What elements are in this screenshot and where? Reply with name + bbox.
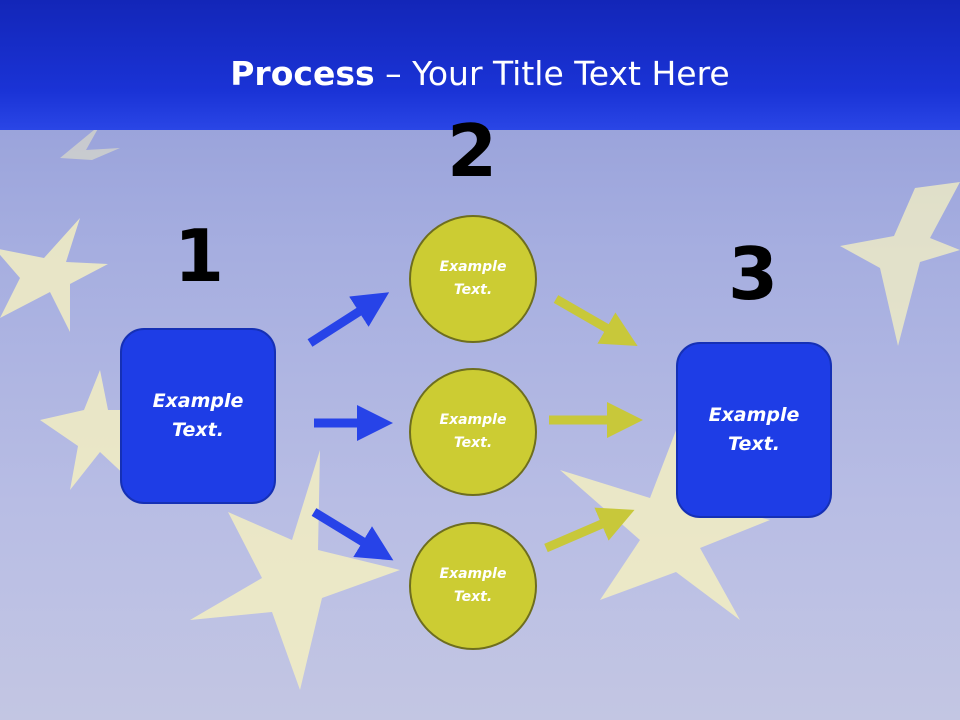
step-2-circle-1-text: Example Text.	[439, 259, 507, 298]
step-2-number: 2	[446, 109, 498, 193]
arrow-circle-3-to-3	[544, 507, 635, 553]
star-shape	[560, 420, 770, 620]
step-2-circle-3[interactable]: Example Text.	[409, 522, 537, 650]
step-3-number: 3	[727, 232, 779, 316]
step-2-circle-1[interactable]: Example Text.	[409, 215, 537, 343]
step-2-circle-2[interactable]: Example Text.	[409, 368, 537, 496]
star-shape	[190, 450, 400, 690]
star-shape	[60, 125, 120, 160]
page-title: Process – Your Title Text Here	[0, 52, 960, 96]
step-3-text: Example Text.	[708, 404, 800, 455]
step-3-box[interactable]: Example Text.	[676, 342, 832, 518]
star-shape	[840, 182, 960, 346]
star-shape	[0, 218, 108, 332]
arrow-1-to-circle-3	[311, 508, 394, 561]
header-band	[0, 0, 960, 130]
step-1-box[interactable]: Example Text.	[120, 328, 276, 504]
step-1-number: 1	[173, 214, 225, 298]
title-rest: – Your Title Text Here	[374, 54, 730, 93]
title-bold: Process	[230, 54, 375, 93]
step-1-text: Example Text.	[152, 390, 244, 441]
step-2-circle-3-text: Example Text.	[439, 566, 507, 605]
arrow-circle-1-to-3	[553, 295, 638, 346]
arrow-1-to-circle-1	[307, 292, 390, 347]
step-2-circle-2-text: Example Text.	[439, 412, 507, 451]
